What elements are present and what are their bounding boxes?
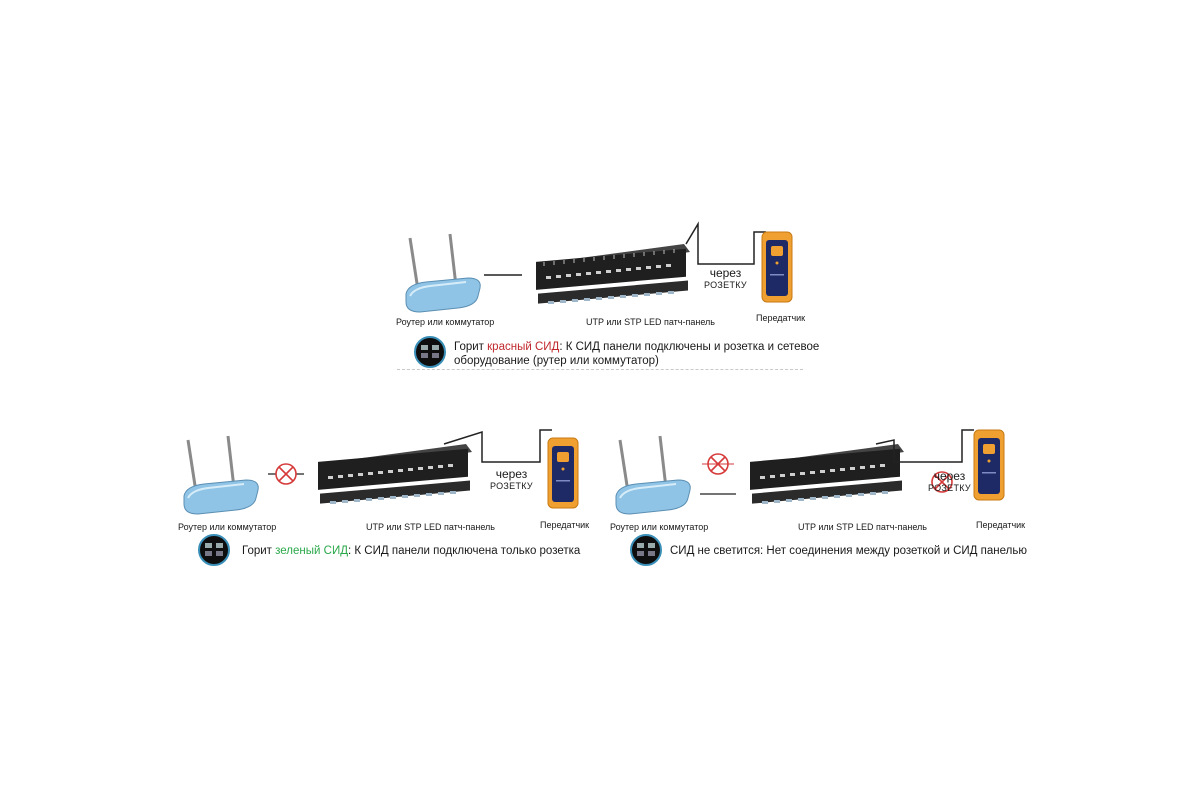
no-connection-icon (702, 453, 734, 475)
panel-label: UTP или STP LED патч-панель (366, 522, 495, 532)
patch-panel-icon (750, 444, 904, 504)
scene-right-drawing (615, 429, 1005, 566)
patch-panel-icon (536, 244, 690, 304)
led-port-icon (198, 534, 230, 566)
router-icon (183, 435, 259, 515)
caption-right: СИД не светится: Нет соединения между ро… (670, 545, 1027, 557)
link-socket-transmitter (875, 429, 974, 463)
router-label: Роутер или коммутатор (178, 522, 277, 532)
router-label: Роутер или коммутатор (610, 522, 709, 532)
router-icon (405, 233, 481, 313)
panel-label: UTP или STP LED патч-панель (586, 317, 715, 327)
no-connection-icon (931, 471, 953, 493)
panel-label: UTP или STP LED патч-панель (798, 522, 927, 532)
link-socket-transmitter (443, 429, 552, 463)
transmitter-label: Передатчик (976, 520, 1026, 530)
scene-top: Роутер или коммутатор UTP или STP LED па… (396, 221, 858, 392)
green-led-text: зеленый СИД (275, 545, 348, 557)
transmitter-label: Передатчик (540, 520, 590, 530)
caption-top: Горит красный СИД: К СИД панели подключе… (454, 341, 820, 367)
link-socket-transmitter (685, 221, 766, 265)
router-icon (615, 435, 691, 515)
section-divider (397, 369, 803, 370)
caption-left: Горит зеленый СИД: К СИД панели подключе… (242, 545, 581, 557)
no-connection-icon (275, 463, 297, 485)
transmitter-icon (973, 429, 1005, 501)
red-led-text: красный СИД (487, 341, 560, 353)
scene-left-drawing (183, 429, 579, 566)
patch-panel-icon (318, 444, 472, 504)
led-port-icon (630, 534, 662, 566)
scene-left: Роутер или коммутатор UTP или STP LED па… (178, 420, 640, 590)
transmitter-icon (547, 437, 579, 509)
transmitter-label: Передатчик (756, 313, 806, 323)
scene-top-drawing (405, 221, 793, 368)
via-socket-label: через РОЗЕТКУ (928, 469, 971, 493)
led-port-icon (414, 336, 446, 368)
via-socket-label: через РОЗЕТКУ (490, 467, 533, 491)
transmitter-icon (761, 231, 793, 303)
via-socket-label: через РОЗЕТКУ (704, 266, 747, 290)
router-label: Роутер или коммутатор (396, 317, 495, 327)
scene-right: Роутер или коммутатор UTP или STP LED па… (610, 420, 1072, 590)
